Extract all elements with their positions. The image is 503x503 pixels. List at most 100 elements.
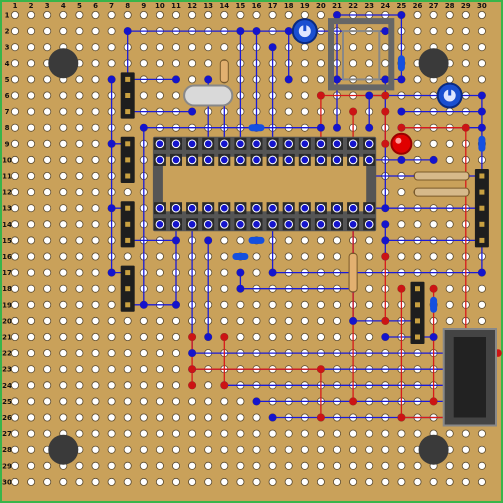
wire-node [107, 204, 116, 212]
wire-node [381, 27, 390, 35]
hole [43, 365, 52, 374]
hole [300, 332, 309, 341]
wire-node [381, 140, 390, 148]
hole [10, 381, 19, 390]
hole [316, 445, 325, 454]
hole [107, 381, 116, 390]
column-label: 19 [300, 2, 310, 10]
hole [59, 284, 68, 293]
hole [91, 252, 100, 261]
row-label: 12 [2, 189, 12, 197]
hole [220, 300, 229, 309]
hole [477, 461, 486, 470]
ic-pin [316, 139, 326, 149]
hole [284, 477, 293, 486]
hole [461, 43, 470, 52]
ic-socket [328, 18, 395, 91]
hole [91, 155, 100, 164]
hole [155, 59, 164, 68]
hole [10, 413, 19, 422]
hole [445, 284, 454, 293]
ic-pin [171, 155, 181, 165]
ic-pin [332, 220, 342, 229]
wire-node [478, 107, 486, 116]
wire-node [381, 107, 390, 116]
hole [27, 268, 36, 277]
row-label: 18 [2, 285, 12, 293]
hole [316, 59, 325, 68]
hole [171, 10, 180, 19]
hole [381, 477, 390, 486]
hole [268, 10, 277, 19]
hole [477, 284, 486, 293]
ic-pin [348, 220, 358, 229]
hole [268, 429, 277, 438]
hole [123, 349, 132, 358]
wire-node [397, 75, 406, 84]
ic-pin [203, 220, 213, 229]
hole [123, 123, 132, 132]
hole [27, 155, 36, 164]
hole [139, 461, 148, 470]
hole [171, 59, 180, 68]
wire-node [429, 156, 438, 164]
hole [445, 252, 454, 261]
hole [477, 316, 486, 325]
hole [107, 365, 116, 374]
hole [268, 445, 277, 454]
hole [43, 27, 52, 36]
hole [91, 461, 100, 470]
mounting-hole [48, 48, 79, 79]
hole [477, 429, 486, 438]
mounting-hole [48, 434, 79, 465]
hole [365, 236, 374, 245]
hole [27, 123, 36, 132]
hole [397, 220, 406, 229]
hole [27, 220, 36, 229]
hole [171, 381, 180, 390]
hole [413, 75, 422, 84]
wire-node [236, 27, 245, 35]
ic-pin [203, 203, 213, 213]
hole [75, 252, 84, 261]
hole [43, 171, 52, 180]
hole [27, 413, 36, 422]
hole [445, 139, 454, 148]
hole [220, 316, 229, 325]
hole [10, 461, 19, 470]
row-label: 7 [5, 108, 10, 116]
column-label: 16 [252, 2, 262, 10]
header-pin [125, 141, 131, 147]
hole [43, 300, 52, 309]
hole [171, 316, 180, 325]
hole [300, 75, 309, 84]
column-label: 17 [268, 2, 278, 10]
hole [10, 316, 19, 325]
resistor [219, 59, 229, 83]
hole [461, 27, 470, 36]
hole [445, 477, 454, 486]
hole [75, 332, 84, 341]
row-label: 28 [2, 446, 12, 454]
header-pin [415, 334, 420, 340]
hole [59, 316, 68, 325]
wire-node [365, 123, 374, 132]
hole [316, 300, 325, 309]
hole [445, 27, 454, 36]
wire-node [478, 268, 486, 277]
hole [332, 236, 341, 245]
hole [10, 349, 19, 358]
row-label: 24 [2, 382, 12, 390]
hole [204, 477, 213, 486]
hole [123, 332, 132, 341]
hole [445, 220, 454, 229]
hole [316, 10, 325, 19]
hole [27, 139, 36, 148]
hole [27, 381, 36, 390]
hole [91, 27, 100, 36]
hole [91, 397, 100, 406]
hole [43, 139, 52, 148]
hole [316, 477, 325, 486]
hole [188, 445, 197, 454]
